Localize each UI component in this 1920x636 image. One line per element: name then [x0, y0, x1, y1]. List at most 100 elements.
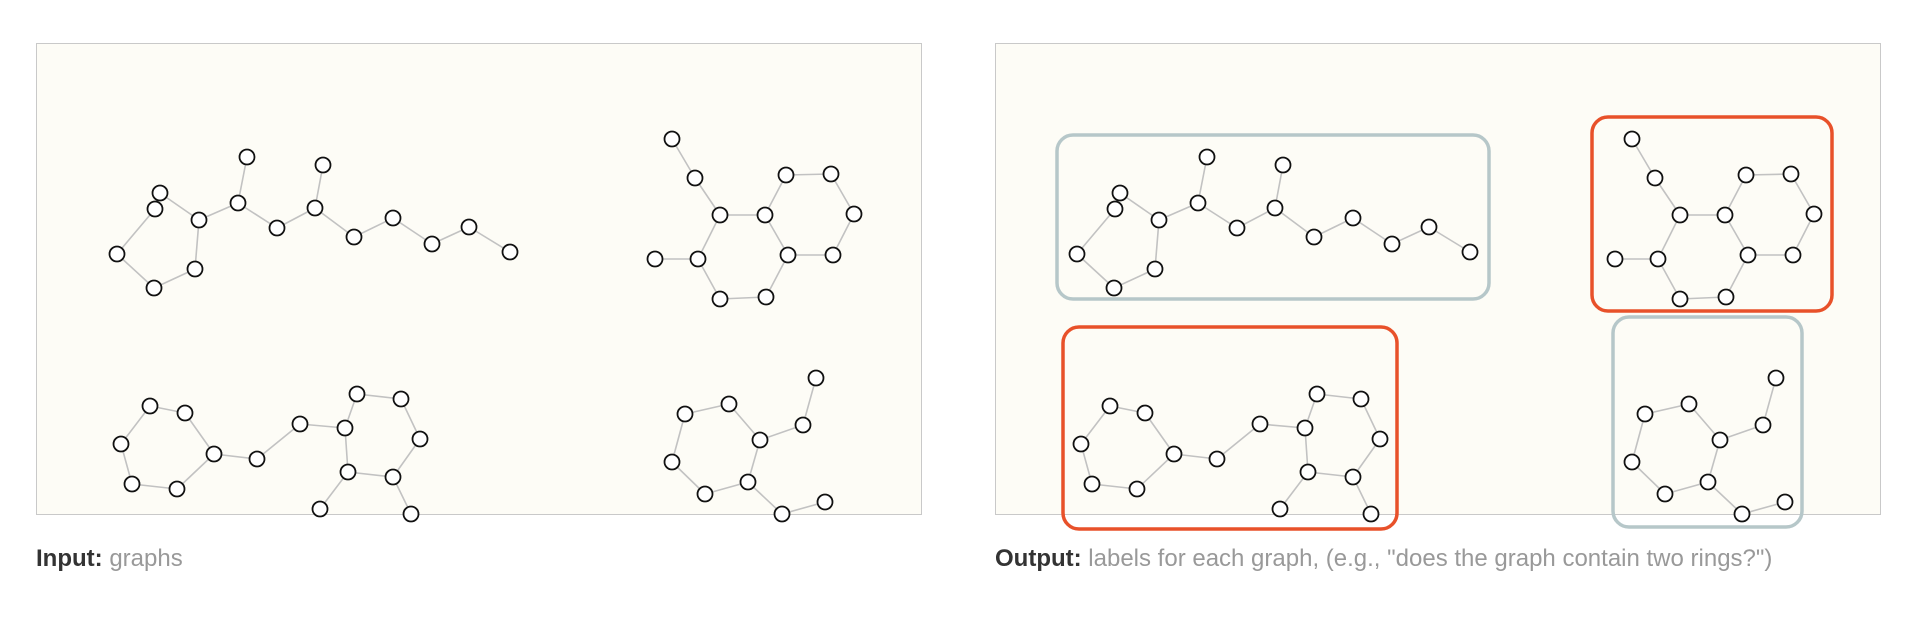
graph-node	[1274, 156, 1292, 174]
graph-node	[1805, 205, 1823, 223]
graph-node	[1754, 416, 1772, 434]
graph-node	[1150, 211, 1168, 229]
graph-node	[816, 493, 834, 511]
graph-node	[696, 485, 714, 503]
graph-edge	[1136, 453, 1175, 490]
graph-node	[1362, 505, 1380, 523]
graph-node	[336, 419, 354, 437]
graph-node	[384, 209, 402, 227]
graph-node	[1739, 246, 1757, 264]
graph-node	[1068, 245, 1086, 263]
graph-node	[845, 205, 863, 223]
graph-node	[1711, 431, 1729, 449]
graph-node	[186, 260, 204, 278]
graph-node	[777, 166, 795, 184]
graph-node	[423, 235, 441, 253]
graph-node	[1784, 246, 1802, 264]
graph-node	[1383, 235, 1401, 253]
input-caption-label: Input:	[36, 545, 103, 572]
graph-node	[1733, 505, 1751, 523]
graph-node	[392, 390, 410, 408]
graph-fused-rings	[646, 130, 863, 308]
graph-node	[686, 169, 704, 187]
graph-node	[1776, 493, 1794, 511]
graph-node	[756, 206, 774, 224]
graph-node	[720, 395, 738, 413]
graph-node	[1208, 450, 1226, 468]
graph-node	[757, 288, 775, 306]
graph-node	[779, 246, 797, 264]
graph-node	[314, 156, 332, 174]
graph-node	[411, 430, 429, 448]
graph-node	[739, 473, 757, 491]
graph-chain-ring	[1055, 133, 1491, 301]
graph-node	[1101, 397, 1119, 415]
graph-node	[1305, 228, 1323, 246]
label-box-negative	[1055, 133, 1491, 301]
graph-edge	[256, 423, 301, 460]
graph-node	[1352, 390, 1370, 408]
input-graphs-panel	[36, 43, 922, 523]
graph-node	[311, 500, 329, 518]
graph-edge	[176, 453, 215, 490]
graph-node	[676, 405, 694, 423]
graph-node	[1717, 288, 1735, 306]
graph-node	[1189, 194, 1207, 212]
graph-two-rings-linked	[112, 385, 429, 523]
graph-node	[1072, 435, 1090, 453]
input-graphs-canvas	[108, 130, 863, 523]
graph-node	[1106, 200, 1124, 218]
graph-node	[1299, 463, 1317, 481]
graph-node	[205, 445, 223, 463]
graph-ring-branches	[1611, 315, 1804, 529]
graph-node	[1461, 243, 1479, 261]
graph-node	[1251, 415, 1269, 433]
graph-node	[824, 246, 842, 264]
output-graphs-canvas	[1055, 115, 1834, 531]
graph-node	[1083, 475, 1101, 493]
graph-node	[348, 385, 366, 403]
graph-node	[1344, 209, 1362, 227]
graph-node	[1271, 500, 1289, 518]
graph-node	[1680, 395, 1698, 413]
graph-node	[190, 211, 208, 229]
graph-node	[711, 206, 729, 224]
label-box-positive	[1590, 115, 1834, 313]
graph-node	[646, 250, 664, 268]
graph-node	[1105, 279, 1123, 297]
graph-node	[112, 435, 130, 453]
graph-node	[822, 165, 840, 183]
graph-node	[229, 194, 247, 212]
graph-edge	[116, 208, 156, 255]
graph-node	[345, 228, 363, 246]
graph-node	[176, 404, 194, 422]
graph-node	[1371, 430, 1389, 448]
graph-node	[501, 243, 519, 261]
graph-node	[807, 369, 825, 387]
graph-node	[141, 397, 159, 415]
graph-node	[1716, 206, 1734, 224]
graph-node	[711, 290, 729, 308]
graph-node	[1266, 199, 1284, 217]
graph-node	[1623, 130, 1641, 148]
graph-node	[663, 130, 681, 148]
graph-node	[1646, 169, 1664, 187]
graph-node	[460, 218, 478, 236]
graph-node	[306, 199, 324, 217]
graph-node	[1111, 184, 1129, 202]
graph-node	[1767, 369, 1785, 387]
graph-node	[663, 453, 681, 471]
graph-edge	[1216, 423, 1261, 460]
graph-node	[291, 415, 309, 433]
graph-node	[689, 250, 707, 268]
graph-node	[146, 200, 164, 218]
graph-node	[123, 475, 141, 493]
graph-two-rings-linked	[1061, 325, 1399, 531]
output-caption: Output: labels for each graph, (e.g., "d…	[995, 545, 1772, 573]
graph-node	[1308, 385, 1326, 403]
graph-node	[1136, 404, 1154, 422]
graph-node	[1198, 148, 1216, 166]
output-caption-text: labels for each graph, (e.g., "does the …	[1088, 545, 1773, 572]
graph-node	[1699, 473, 1717, 491]
graph-node	[268, 219, 286, 237]
